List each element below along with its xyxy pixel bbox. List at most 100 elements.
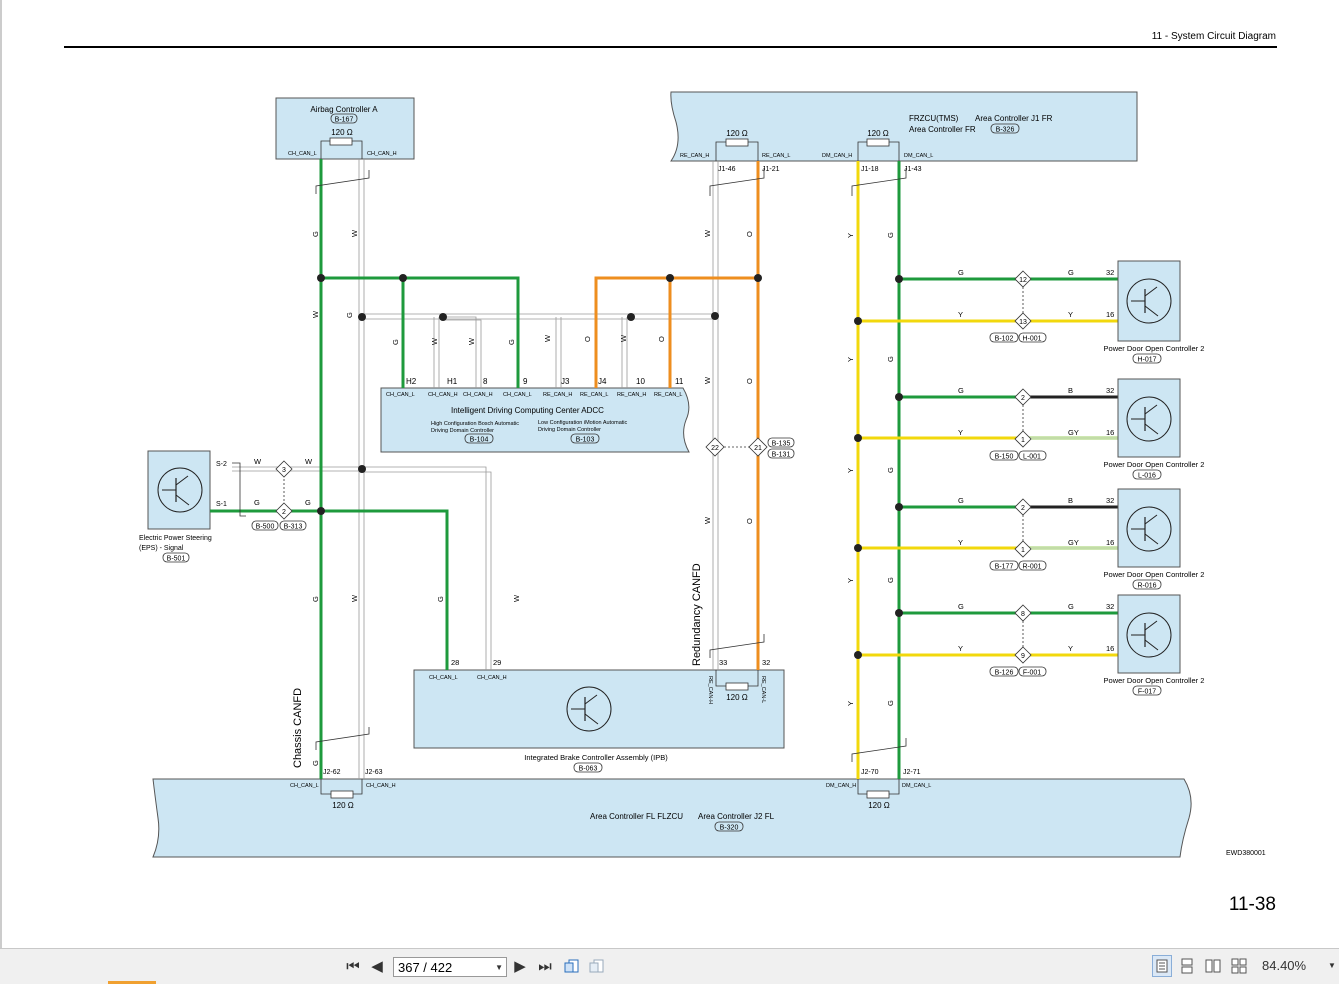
adcc-low-code: B-103 [576, 437, 595, 444]
single-page-view-button[interactable] [1152, 955, 1172, 977]
door-code-oval [1132, 685, 1162, 696]
ipb-pin-33: 33 [719, 658, 727, 667]
next-page-button[interactable]: ▶ [511, 955, 529, 977]
ipb-resistor-label: 120 Ω [726, 693, 748, 702]
door-controller-name: Power Door Open Controller 2 [1104, 676, 1205, 685]
continuous-facing-view-button[interactable] [1229, 955, 1249, 977]
ipb-pin-28: 28 [451, 658, 459, 667]
door-controller: Power Door Open Controller 2L-01621B-150… [958, 378, 1204, 480]
next-page-icon: ▶ [514, 958, 526, 975]
wire-label: W [350, 229, 359, 237]
wire-label: W [703, 229, 712, 237]
transistor-collector [1144, 404, 1158, 415]
wire-label: Y [846, 233, 855, 238]
wire-label: W [311, 310, 320, 318]
frzcu-pin-dm-h: DM_CAN_H [822, 153, 852, 159]
inline-connector [1014, 312, 1032, 330]
flzcu-name: Area Controller FL FLZCU [590, 812, 683, 821]
airbag-resistor-label: 120 Ω [331, 128, 353, 137]
ipb-pin-32: 32 [762, 658, 770, 667]
transistor-emitter [1144, 423, 1159, 435]
ipb-pin-re-l: RE_CAN-L [760, 676, 766, 703]
wire-label: W [305, 457, 313, 466]
continuous-view-button[interactable] [1177, 955, 1197, 977]
wire-label: O [657, 336, 666, 342]
pin-number: 16 [1106, 644, 1114, 653]
door-controller-code: F-017 [1138, 689, 1156, 696]
wire-label: W [512, 594, 521, 602]
ipb-code: B-063 [579, 766, 598, 773]
ipb-pin-l: CH_CAN_L [429, 675, 458, 681]
wire-label: Y [958, 644, 963, 653]
adcc-pin-6: RE_CAN_L [580, 392, 608, 398]
insert-page-button[interactable] [562, 955, 582, 977]
pin-number: 32 [1106, 602, 1114, 611]
frzcu-name: FRZCU(TMS) [909, 114, 959, 123]
last-page-button[interactable]: ⏭ [535, 955, 555, 977]
extract-page-icon [589, 959, 604, 973]
adcc-pin-3: CH_CAN_H [463, 392, 493, 398]
flzcu-j2-71: J2-71 [903, 769, 921, 776]
inline-connector [1014, 388, 1032, 406]
doc-code: EWD380001 [1226, 850, 1266, 857]
flzcu-j2-70: J2-70 [861, 769, 879, 776]
adcc-low-1: Low Configuration iMotion Automatic [538, 420, 628, 426]
wire-label: Y [958, 428, 963, 437]
door-controller-box [1117, 260, 1181, 342]
facing-view-button[interactable] [1203, 955, 1223, 977]
eps-pin-s2: S-2 [216, 461, 227, 468]
airbag-controller: Airbag Controller A B-167 120 Ω CH_CAN_L… [275, 97, 415, 160]
page-number-input[interactable]: 367 / 422 ▼ [393, 957, 507, 977]
adcc-pin-1: CH_CAN_L [386, 392, 415, 398]
wire-label: W [543, 334, 552, 342]
wire-label: W [619, 334, 628, 342]
connector-21: 21 [754, 445, 762, 452]
zoom-dropdown-icon[interactable]: ▼ [1328, 961, 1336, 970]
wire-label: W [467, 337, 476, 345]
green-wires [210, 159, 1118, 779]
eps-name-2: (EPS) - Signal [139, 545, 184, 552]
wire-label: O [583, 336, 592, 342]
inline-connector [1014, 430, 1032, 448]
insert-page-icon [564, 959, 579, 973]
wire-label: G [305, 498, 311, 507]
adcc-num-8: 11 [675, 377, 684, 386]
eps-conn-b: B-313 [284, 524, 303, 531]
airbag-pin-h: CH_CAN_H [367, 151, 397, 157]
wire-label: W [703, 376, 712, 384]
eps-name-1: Electric Power Steering [139, 535, 212, 542]
wire-label: G [958, 602, 964, 611]
adcc-high-2: Driving Domain Controller [431, 428, 494, 434]
transistor-icon [1126, 278, 1172, 324]
orange-wires [594, 161, 760, 670]
transistor-icon [1126, 396, 1172, 442]
ipb-controller: Integrated Brake Controller Assembly (IP… [413, 669, 785, 773]
extract-page-button[interactable] [587, 955, 607, 977]
pin-number: 32 [1106, 268, 1114, 277]
junction-dots [317, 274, 903, 659]
ipb-pin-h: CH_CAN_H [477, 675, 507, 681]
connector-3: 3 [282, 467, 286, 474]
wire-label: B [1068, 386, 1073, 395]
continuous-facing-icon [1231, 958, 1247, 974]
conn-oval [989, 666, 1019, 677]
wire-label: G [507, 339, 516, 345]
wire-label: W [430, 337, 439, 345]
wire-label: G [311, 231, 320, 237]
frzcu-j1-43: J1-43 [904, 166, 922, 173]
previous-page-button[interactable]: ◀ [368, 955, 386, 977]
conn-oval [1018, 332, 1047, 343]
continuous-page-icon [1181, 958, 1193, 974]
wire-label: O [745, 378, 754, 384]
wire-label: Y [958, 310, 963, 319]
zoom-level[interactable]: 84.40% [1262, 958, 1307, 973]
wire-color-labels: G W W G G W W G W O W O W O W O W O G W … [254, 229, 895, 766]
door-conn-1: B-102 [995, 336, 1014, 343]
chassis-canfd-label: Chassis CANFD [292, 688, 304, 768]
wire-label: Y [1068, 644, 1073, 653]
inline-connector-number: 12 [1019, 277, 1027, 284]
document-viewer: 11 - System Circuit Diagram Airbag Contr… [0, 0, 1277, 948]
door-conn-2: F-001 [1023, 670, 1041, 677]
first-page-button[interactable]: ⏮ [343, 955, 363, 977]
door-conn-1: B-126 [995, 670, 1014, 677]
